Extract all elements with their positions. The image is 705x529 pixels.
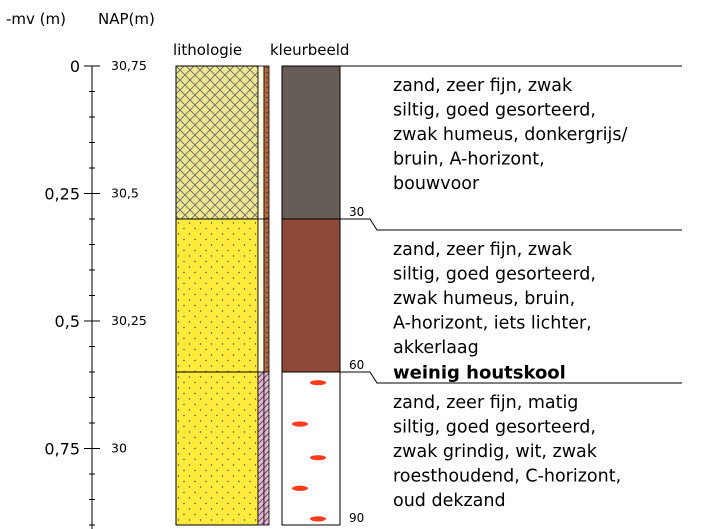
depth-nap-label: 30,25 xyxy=(111,313,147,328)
boundary-depth-label: 30 xyxy=(349,205,364,219)
depth-mv-label: 0,5 xyxy=(55,312,80,331)
lithology-column xyxy=(175,65,270,526)
rust-mottle xyxy=(310,380,326,386)
lithology-side-strip xyxy=(263,65,270,220)
boundary-leader xyxy=(340,218,682,231)
boundary-depth-label: 60 xyxy=(349,358,364,372)
rust-mottle xyxy=(310,455,326,461)
description-line: oud dekzand xyxy=(393,491,506,511)
description-line: siltig, goed gesorteerd, xyxy=(393,418,596,438)
depth-mv-label: 0 xyxy=(70,57,80,76)
lithology-side-strip xyxy=(263,371,270,526)
description-line: siltig, goed gesorteerd, xyxy=(393,265,596,285)
rust-mottle xyxy=(292,485,308,491)
lithologie-header: lithologie xyxy=(173,41,242,59)
colour-layer xyxy=(281,218,341,373)
lithology-layer xyxy=(175,371,259,526)
kleurbeeld-header: kleurbeeld xyxy=(270,41,349,59)
depth-tick-labels: 0 30,75 0,25 30,5 0,5 30,25 0,75 30 xyxy=(44,57,146,459)
colour-layer xyxy=(281,371,341,526)
depth-mv-label: 0,75 xyxy=(44,440,80,459)
depth-nap-label: 30 xyxy=(111,441,127,456)
description-line: roesthoudend, C-horizont, xyxy=(393,467,621,487)
description-line: zwak humeus, donkergrijs/ xyxy=(393,125,627,145)
description-line: siltig, goed gesorteerd, xyxy=(393,101,596,121)
depth-nap-label: 30,75 xyxy=(111,58,147,73)
boundary-depth-label: 90 xyxy=(349,511,364,525)
description-line: bouwvoor xyxy=(393,174,480,194)
lithology-layer xyxy=(175,218,259,373)
rust-mottle xyxy=(292,421,308,427)
boundary-leader xyxy=(340,371,682,384)
depth-nap-label: 30,5 xyxy=(111,186,139,201)
description-line: zand, zeer fijn, zwak xyxy=(393,240,573,260)
depth-mv-label: 0,25 xyxy=(44,185,80,204)
lithology-layer xyxy=(175,65,259,220)
description-line: zand, zeer fijn, zwak xyxy=(393,76,573,96)
description-line: bruin, A-horizont, xyxy=(393,150,545,170)
lithology-side-strip xyxy=(257,65,265,220)
layer-descriptions: zand, zeer fijn, zwak siltig, goed gesort… xyxy=(340,65,682,525)
mv-header: -mv (m) xyxy=(6,10,66,28)
description-line: zand, zeer fijn, matig xyxy=(393,393,578,413)
lithology-side-strip xyxy=(257,371,265,526)
layer-note: weinig houtskool xyxy=(393,363,566,384)
lithology-side-strip xyxy=(257,218,265,373)
description-line: A-horizont, iets lichter, xyxy=(393,314,592,334)
colour-layer xyxy=(281,65,341,220)
colour-column xyxy=(281,65,341,526)
description-line: akkerlaag xyxy=(393,338,479,358)
rust-mottle xyxy=(310,516,326,522)
nap-header: NAP(m) xyxy=(98,10,155,28)
description-line: zwak humeus, bruin, xyxy=(393,289,575,309)
lithology-side-strip xyxy=(263,218,270,373)
depth-minor-ticks xyxy=(84,65,100,526)
description-line: zwak grindig, wit, zwak xyxy=(393,442,598,462)
